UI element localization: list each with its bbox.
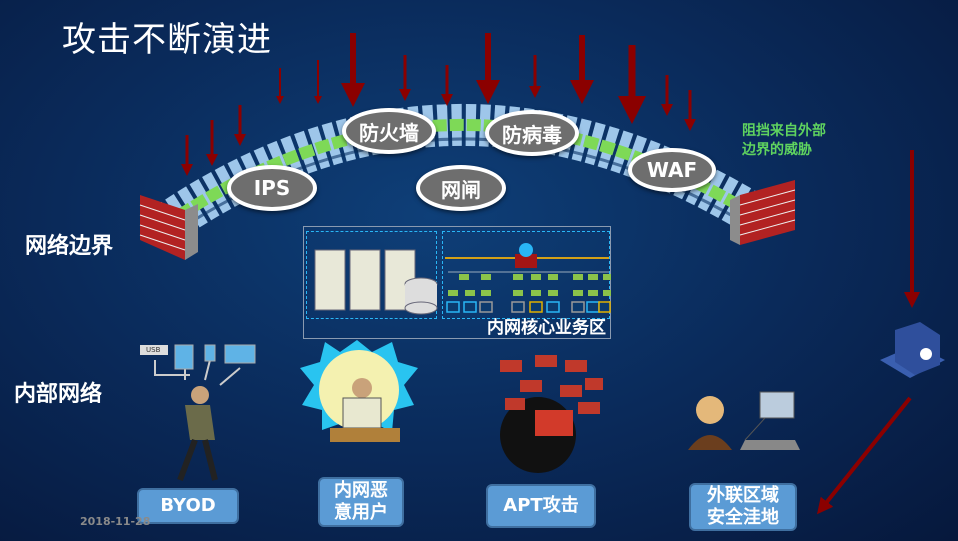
insider-line: 意用户 — [334, 502, 388, 523]
date-label: 2018-11-28 — [80, 515, 151, 528]
servers-icon — [314, 249, 438, 315]
defense-gatekeeper: 网闸 — [416, 165, 506, 211]
brick-wall-left-icon — [139, 195, 198, 260]
apt-attack-button[interactable]: APT攻击 — [486, 484, 596, 528]
attack-arrows — [181, 33, 920, 515]
partner-line: 安全洼地 — [707, 507, 779, 528]
defense-firewall: 防火墙 — [342, 108, 436, 154]
network-boundary-label: 网络边界 — [25, 234, 114, 259]
byod-button[interactable]: BYOD — [137, 488, 239, 524]
block-note-line: 边界的威胁 — [742, 142, 812, 158]
building-icon — [880, 322, 945, 378]
insider-user-icon — [300, 340, 418, 442]
partner-user-icon — [688, 391, 800, 450]
page-title: 攻击不断演进 — [62, 20, 272, 60]
partner-line: 外联区域 — [707, 485, 779, 506]
block-note-line: 阻挡来自外部 — [742, 123, 826, 139]
internal-network-label: 内部网络 — [14, 382, 103, 407]
apt-hacker-icon — [500, 355, 603, 473]
brick-wall-right-icon — [730, 180, 796, 245]
virtual-network — [442, 231, 611, 319]
usb-label: USB — [146, 346, 161, 354]
insider-user-button[interactable]: 内网恶 意用户 — [318, 477, 404, 527]
vm-topology-icon — [445, 243, 611, 313]
defense-antivirus: 防病毒 — [485, 110, 579, 156]
core-business-zone: 内网核心业务区 — [303, 226, 611, 339]
defense-waf: WAF — [628, 148, 716, 192]
partner-zone-button[interactable]: 外联区域 安全洼地 — [689, 483, 797, 531]
byod-person-icon — [140, 344, 256, 482]
block-note: 阻挡来自外部 边界的威胁 — [742, 122, 826, 160]
insider-line: 内网恶 — [334, 480, 388, 501]
server-group — [306, 231, 438, 319]
core-zone-label: 内网核心业务区 — [487, 318, 606, 338]
defense-ips: IPS — [227, 165, 317, 211]
